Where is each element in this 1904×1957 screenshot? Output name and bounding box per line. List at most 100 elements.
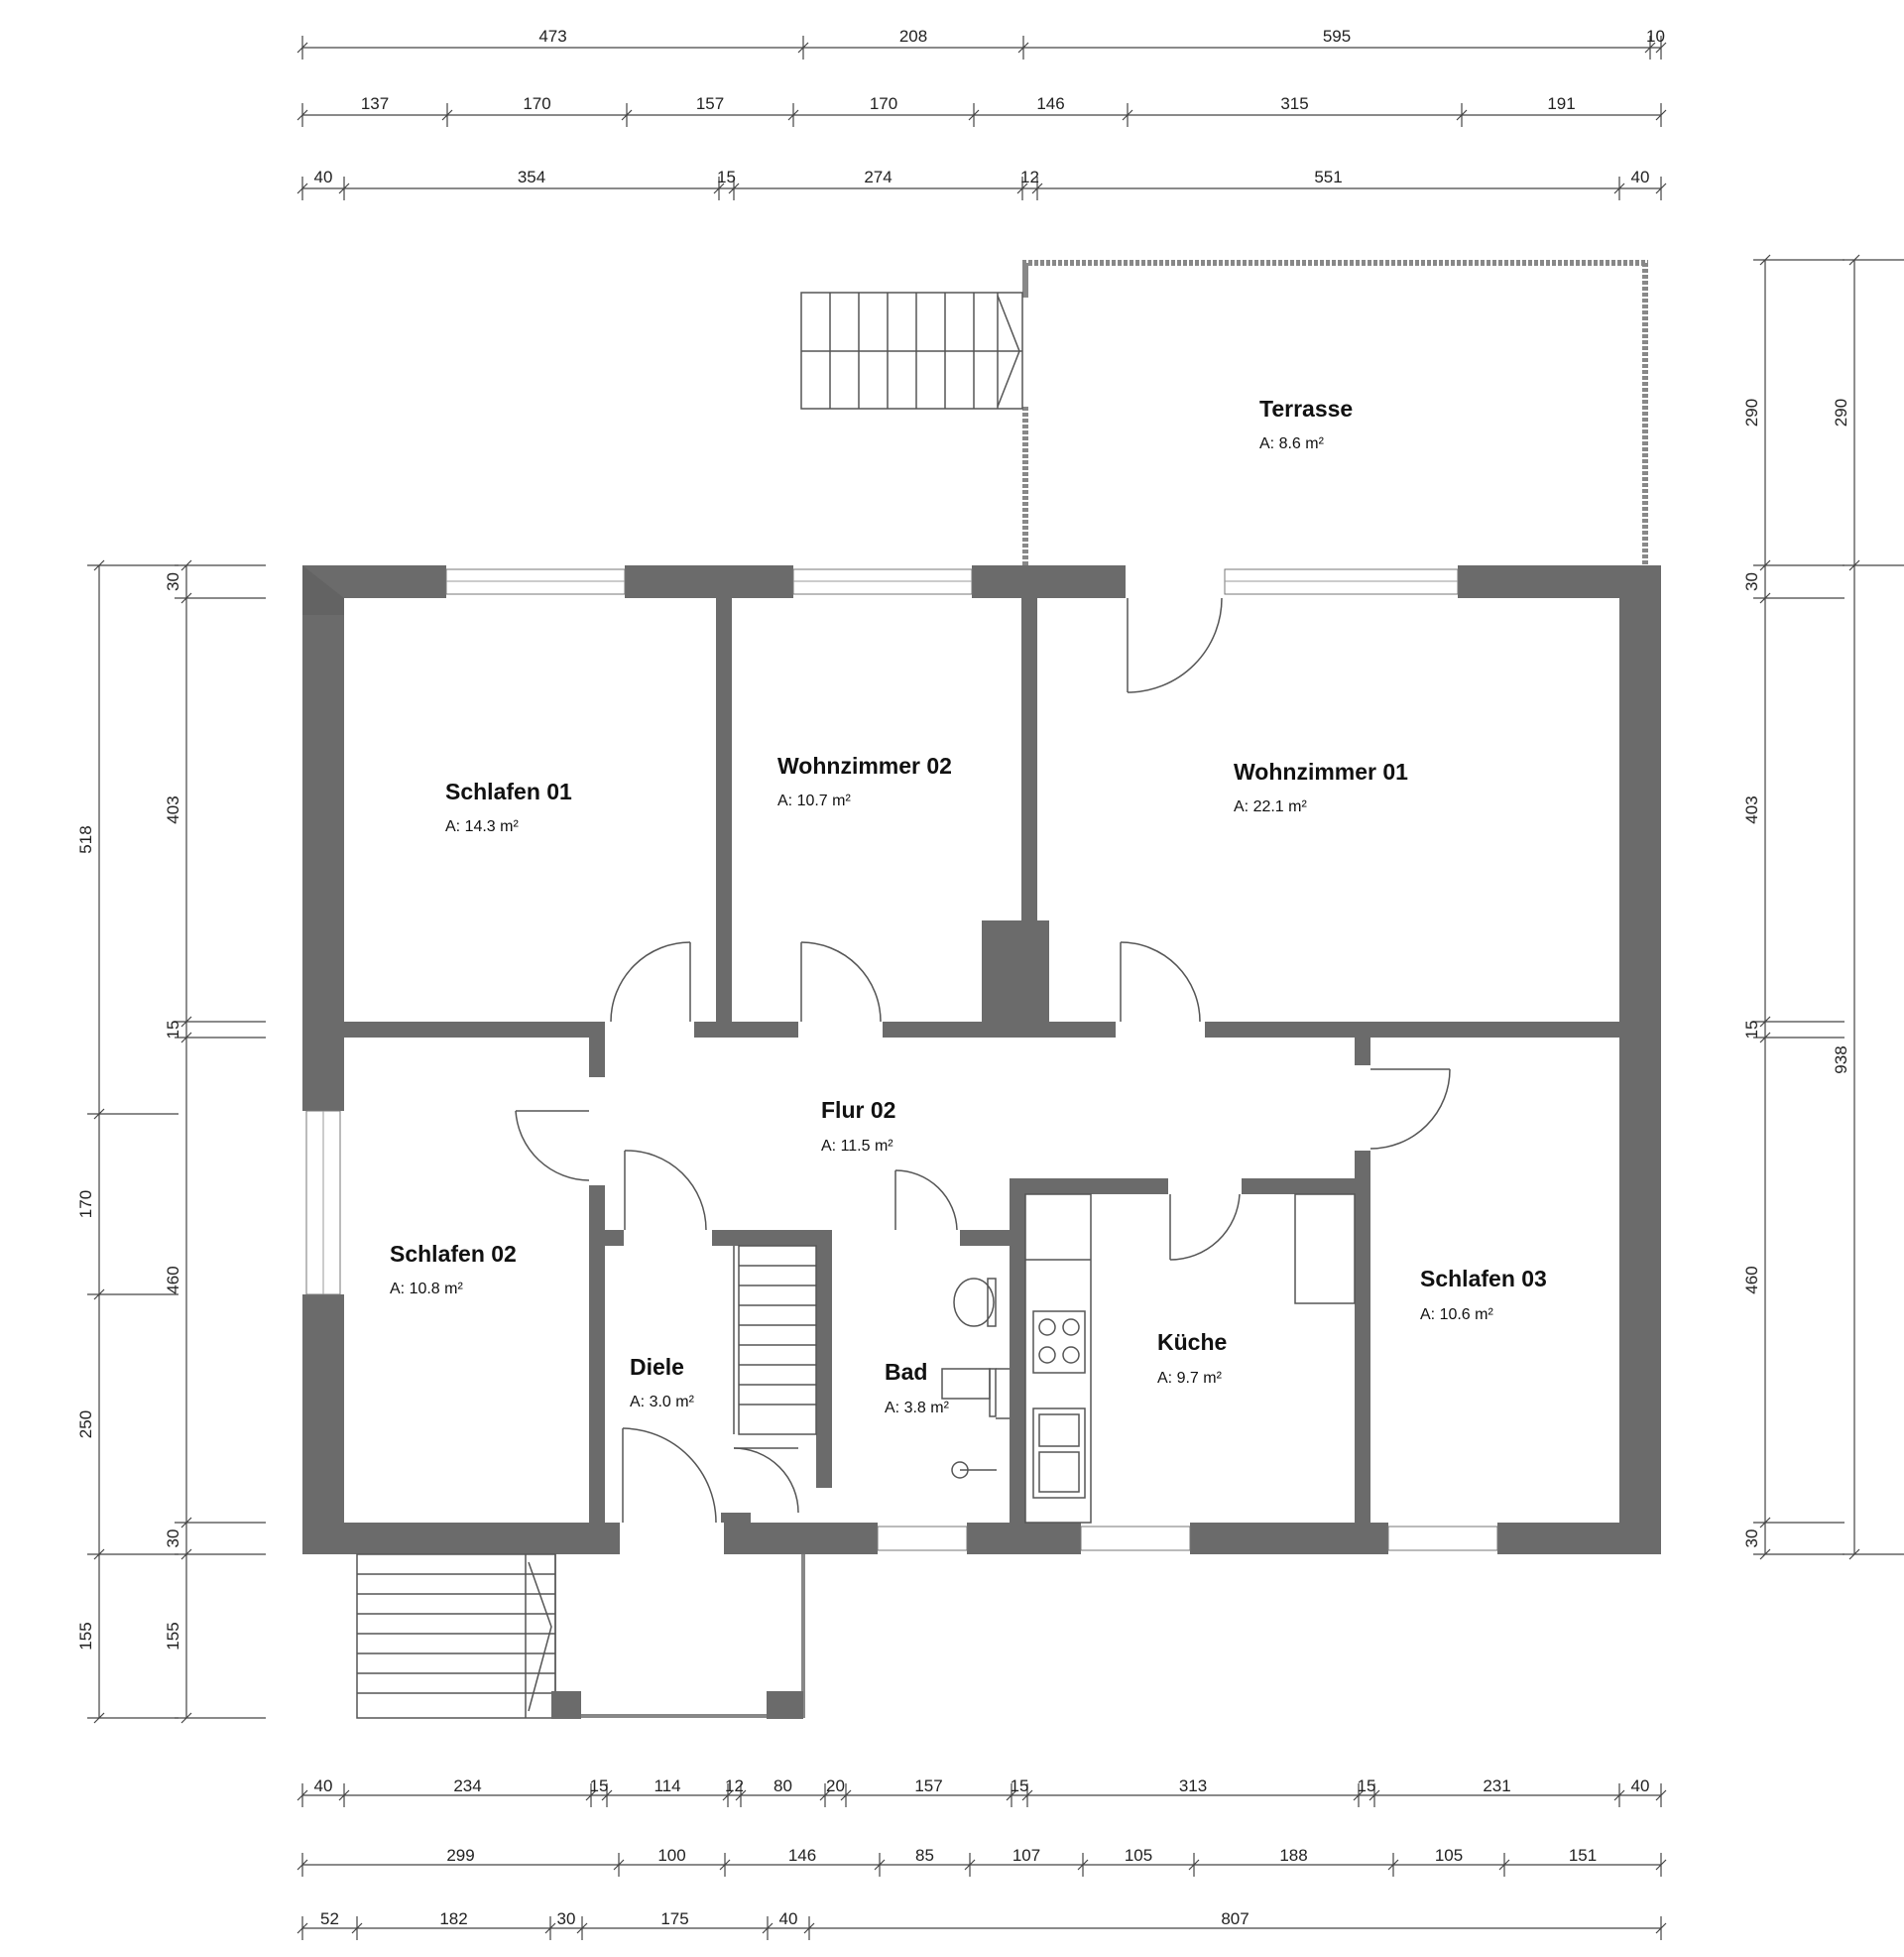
dim-slash [613,1859,625,1871]
dim-slash [1655,1789,1667,1801]
dim-label-left_inner: 403 [164,795,182,823]
dim-label-bottom_row3: 30 [557,1909,576,1928]
dim-slash [180,592,192,604]
dim-slash [621,109,633,121]
dim-slash [1759,559,1771,571]
dim-label-right_inner: 30 [1742,572,1761,591]
dim-slash [1655,109,1667,121]
dim-slash [93,1108,105,1120]
dim-slash [180,1712,192,1724]
room-area-schlafen-01: A: 14.3 m² [445,818,519,835]
room-labels: Terrasse A: 8.6 m² Schlafen 01 A: 14.3 m… [390,396,1547,1416]
dim-label-left_outer: 518 [76,825,95,853]
dim-slash [1613,183,1625,194]
dim-label-bottom_row1: 15 [1358,1776,1376,1795]
dim-slash [441,109,453,121]
dim-slash [840,1789,852,1801]
room-name-kueche: Küche [1157,1329,1227,1355]
dim-slash [713,183,725,194]
dim-slash [93,1712,105,1724]
dim-slash [735,1789,747,1801]
dim-slash [1613,1789,1625,1801]
dim-label-bottom_row2: 107 [1012,1846,1040,1865]
dim-label-left_inner: 30 [164,572,182,591]
dim-label-left_inner: 15 [164,1021,182,1040]
dim-label-right_inner: 290 [1742,399,1761,427]
dim-label-right_inner: 460 [1742,1266,1761,1293]
dim-slash [1848,1548,1860,1560]
dim-label-top_row3: 40 [314,168,333,186]
dim-label-top_row1: 595 [1323,27,1351,46]
dim-slash [1655,183,1667,194]
dim-slash [803,1922,815,1934]
dim-slash [1031,183,1043,194]
kitchen-fixtures [1024,1193,1356,1524]
dim-label-bottom_row2: 85 [915,1846,934,1865]
dim-label-bottom_row3: 182 [439,1909,467,1928]
dim-label-top_row3: 15 [717,168,736,186]
dim-label-top_row3: 274 [864,168,892,186]
dim-label-bottom_row1: 313 [1179,1776,1207,1795]
dim-slash [1759,1517,1771,1529]
dim-slash [180,1016,192,1028]
dim-slash [1759,1032,1771,1043]
room-name-wohnzimmer-01: Wohnzimmer 01 [1234,759,1408,785]
room-area-bad: A: 3.8 m² [885,1400,950,1416]
room-area-wohnzimmer-02: A: 10.7 m² [777,793,851,809]
dim-label-top_row2: 191 [1547,94,1575,113]
dim-slash [180,559,192,571]
dim-label-bottom_row3: 40 [779,1909,798,1928]
dim-label-top_row3: 40 [1631,168,1650,186]
room-name-terrasse: Terrasse [1259,396,1353,422]
room-area-wohnzimmer-01: A: 22.1 m² [1234,798,1307,815]
dim-label-left_outer: 170 [76,1190,95,1218]
dim-slash [1655,42,1667,54]
dim-label-left_outer: 250 [76,1410,95,1438]
dim-label-bottom_row1: 15 [590,1776,609,1795]
dim-slash [797,42,809,54]
dim-slash [1848,254,1860,266]
exterior-walls [302,565,1661,1554]
room-name-wohnzimmer-02: Wohnzimmer 02 [777,753,952,779]
dim-label-top_row2: 146 [1036,94,1064,113]
dim-slash [297,1922,308,1934]
dim-label-bottom_row1: 40 [314,1776,333,1795]
dim-label-right_inner: 403 [1742,795,1761,823]
dim-label-bottom_row2: 105 [1125,1846,1152,1865]
dim-slash [93,1548,105,1560]
dim-label-top_row2: 315 [1280,94,1308,113]
dim-slash [1655,1922,1667,1934]
interior-walls [344,598,1619,1523]
dim-slash [585,1789,597,1801]
dim-slash [297,1859,308,1871]
dim-slash [338,1789,350,1801]
bathroom-fixtures [941,1278,1010,1479]
dim-label-bottom_row1: 114 [654,1776,680,1795]
dim-slash [93,1288,105,1300]
dim-slash [728,183,740,194]
dim-slash [1006,1789,1017,1801]
room-area-schlafen-03: A: 10.6 m² [1420,1306,1493,1323]
dim-label-bottom_row3: 52 [320,1909,339,1928]
entrance-porch [356,1553,805,1719]
dim-slash [1387,1859,1399,1871]
doors [515,597,1451,1524]
dim-label-bottom_row2: 100 [657,1846,685,1865]
dim-slash [180,1548,192,1560]
dim-label-top_row3: 354 [518,168,545,186]
dim-label-bottom_row1: 20 [826,1776,845,1795]
dim-label-bottom_row1: 234 [453,1776,481,1795]
dim-slash [1017,42,1029,54]
dim-label-bottom_row2: 151 [1569,1846,1597,1865]
room-area-diele: A: 3.0 m² [630,1394,695,1410]
dim-label-top_row3: 12 [1020,168,1039,186]
dim-label-top_row1: 208 [899,27,927,46]
dim-label-bottom_row1: 40 [1631,1776,1650,1795]
dim-slash [722,1789,734,1801]
dim-label-bottom_row2: 188 [1279,1846,1307,1865]
dim-slash [1759,1548,1771,1560]
room-area-schlafen-02: A: 10.8 m² [390,1281,463,1297]
dim-label-top_row2: 170 [523,94,550,113]
terrace [1022,260,1648,565]
